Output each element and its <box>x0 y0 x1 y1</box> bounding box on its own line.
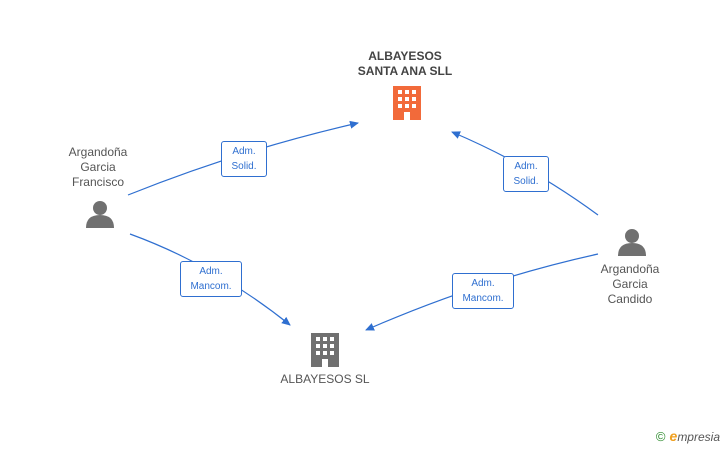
company2-label[interactable]: ALBAYESOS SL <box>260 372 390 387</box>
edge-tag-e2-line1: Adm. <box>199 266 223 277</box>
edge-tag-e2[interactable]: Adm. Mancom. <box>180 261 242 297</box>
brand-logo: empresia <box>670 428 720 444</box>
edge-tag-e4[interactable]: Adm. Mancom. <box>452 273 514 309</box>
main-company-name-line2: SANTA ANA SLL <box>357 64 453 78</box>
person1-line2: Garcia <box>80 160 116 174</box>
main-company-name-line1: ALBAYESOS <box>368 49 442 63</box>
edge-tag-e3-line2: Solid. <box>513 176 539 187</box>
person2-line1: Argandoña <box>600 262 660 276</box>
person1-line1: Argandoña <box>68 145 128 159</box>
company2-name: ALBAYESOS SL <box>280 372 370 386</box>
edge-tag-e3[interactable]: Adm. Solid. <box>503 156 549 192</box>
edge-tag-e2-line2: Mancom. <box>190 281 232 292</box>
person2-line3: Candido <box>607 292 653 306</box>
brand-rest: mpresia <box>677 430 720 444</box>
edge-tag-e1[interactable]: Adm. Solid. <box>221 141 267 177</box>
person2-label[interactable]: Argandoña Garcia Candido <box>582 262 678 307</box>
brand-initial: e <box>669 428 678 444</box>
person1-label[interactable]: Argandoña Garcia Francisco <box>50 145 146 190</box>
building-icon <box>311 333 339 367</box>
edge-tag-e4-line1: Adm. <box>471 278 495 289</box>
edge-tag-e4-line2: Mancom. <box>462 293 504 304</box>
edge-tag-e3-line1: Adm. <box>514 161 538 172</box>
main-company-label[interactable]: ALBAYESOS SANTA ANA SLL <box>340 49 470 79</box>
building-icon <box>393 86 421 120</box>
edge-tag-e1-line2: Solid. <box>231 161 257 172</box>
person1-line3: Francisco <box>71 175 124 189</box>
person-icon <box>86 201 114 228</box>
edge-tag-e1-line1: Adm. <box>232 146 256 157</box>
copyright-icon: © <box>655 428 666 444</box>
person2-line2: Garcia <box>612 277 648 291</box>
footer-brand: © empresia <box>656 428 720 444</box>
person-icon <box>618 229 646 256</box>
